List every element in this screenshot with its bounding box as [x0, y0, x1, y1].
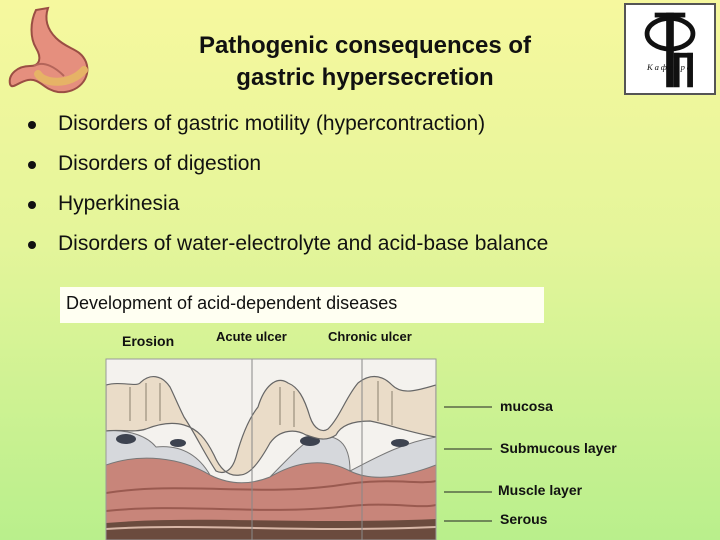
stomach-icon: [4, 4, 100, 100]
department-logo: Кафедра: [624, 3, 716, 95]
label-erosion: Erosion: [122, 333, 175, 349]
bullet-icon: [28, 241, 36, 249]
label-muscle-layer: Muscle layer: [498, 482, 583, 498]
bullet-icon: [28, 161, 36, 169]
label-serous: Serous: [500, 511, 548, 527]
bullet-icon: [28, 121, 36, 129]
caption-text: Development of acid-dependent diseases: [66, 293, 398, 313]
bullet-item: Disorders of gastric motility (hypercont…: [22, 112, 548, 152]
logo-text: Кафедра: [646, 62, 693, 72]
title-line-2: gastric hypersecretion: [236, 64, 494, 91]
label-acute-ulcer: Acute ulcer: [216, 329, 287, 344]
bullet-text: Hyperkinesia: [58, 192, 180, 215]
ulcer-diagram: Erosion Acute ulcer Chronic ulcer: [100, 325, 660, 540]
title-line-1: Pathogenic consequences of: [198, 32, 532, 59]
bullet-text: Disorders of digestion: [58, 152, 262, 175]
label-mucosa: mucosa: [500, 398, 553, 414]
page-title: Pathogenic consequences of gastric hyper…: [110, 30, 620, 94]
bullet-text: Disorders of water-electrolyte and acid-…: [58, 232, 549, 255]
tissue-cross-section: [105, 358, 492, 540]
label-chronic-ulcer: Chronic ulcer: [328, 329, 412, 344]
bullet-item: Disorders of digestion: [22, 152, 548, 192]
bullet-text: Disorders of gastric motility (hypercont…: [58, 112, 486, 135]
caption-box: Development of acid-dependent diseases: [60, 287, 544, 323]
bullet-item: Disorders of water-electrolyte and acid-…: [22, 232, 548, 272]
bullet-icon: [28, 201, 36, 209]
bullet-item: Hyperkinesia: [22, 192, 548, 232]
label-submucous-layer: Submucous layer: [500, 440, 617, 456]
bullet-list: Disorders of gastric motility (hypercont…: [22, 112, 548, 272]
